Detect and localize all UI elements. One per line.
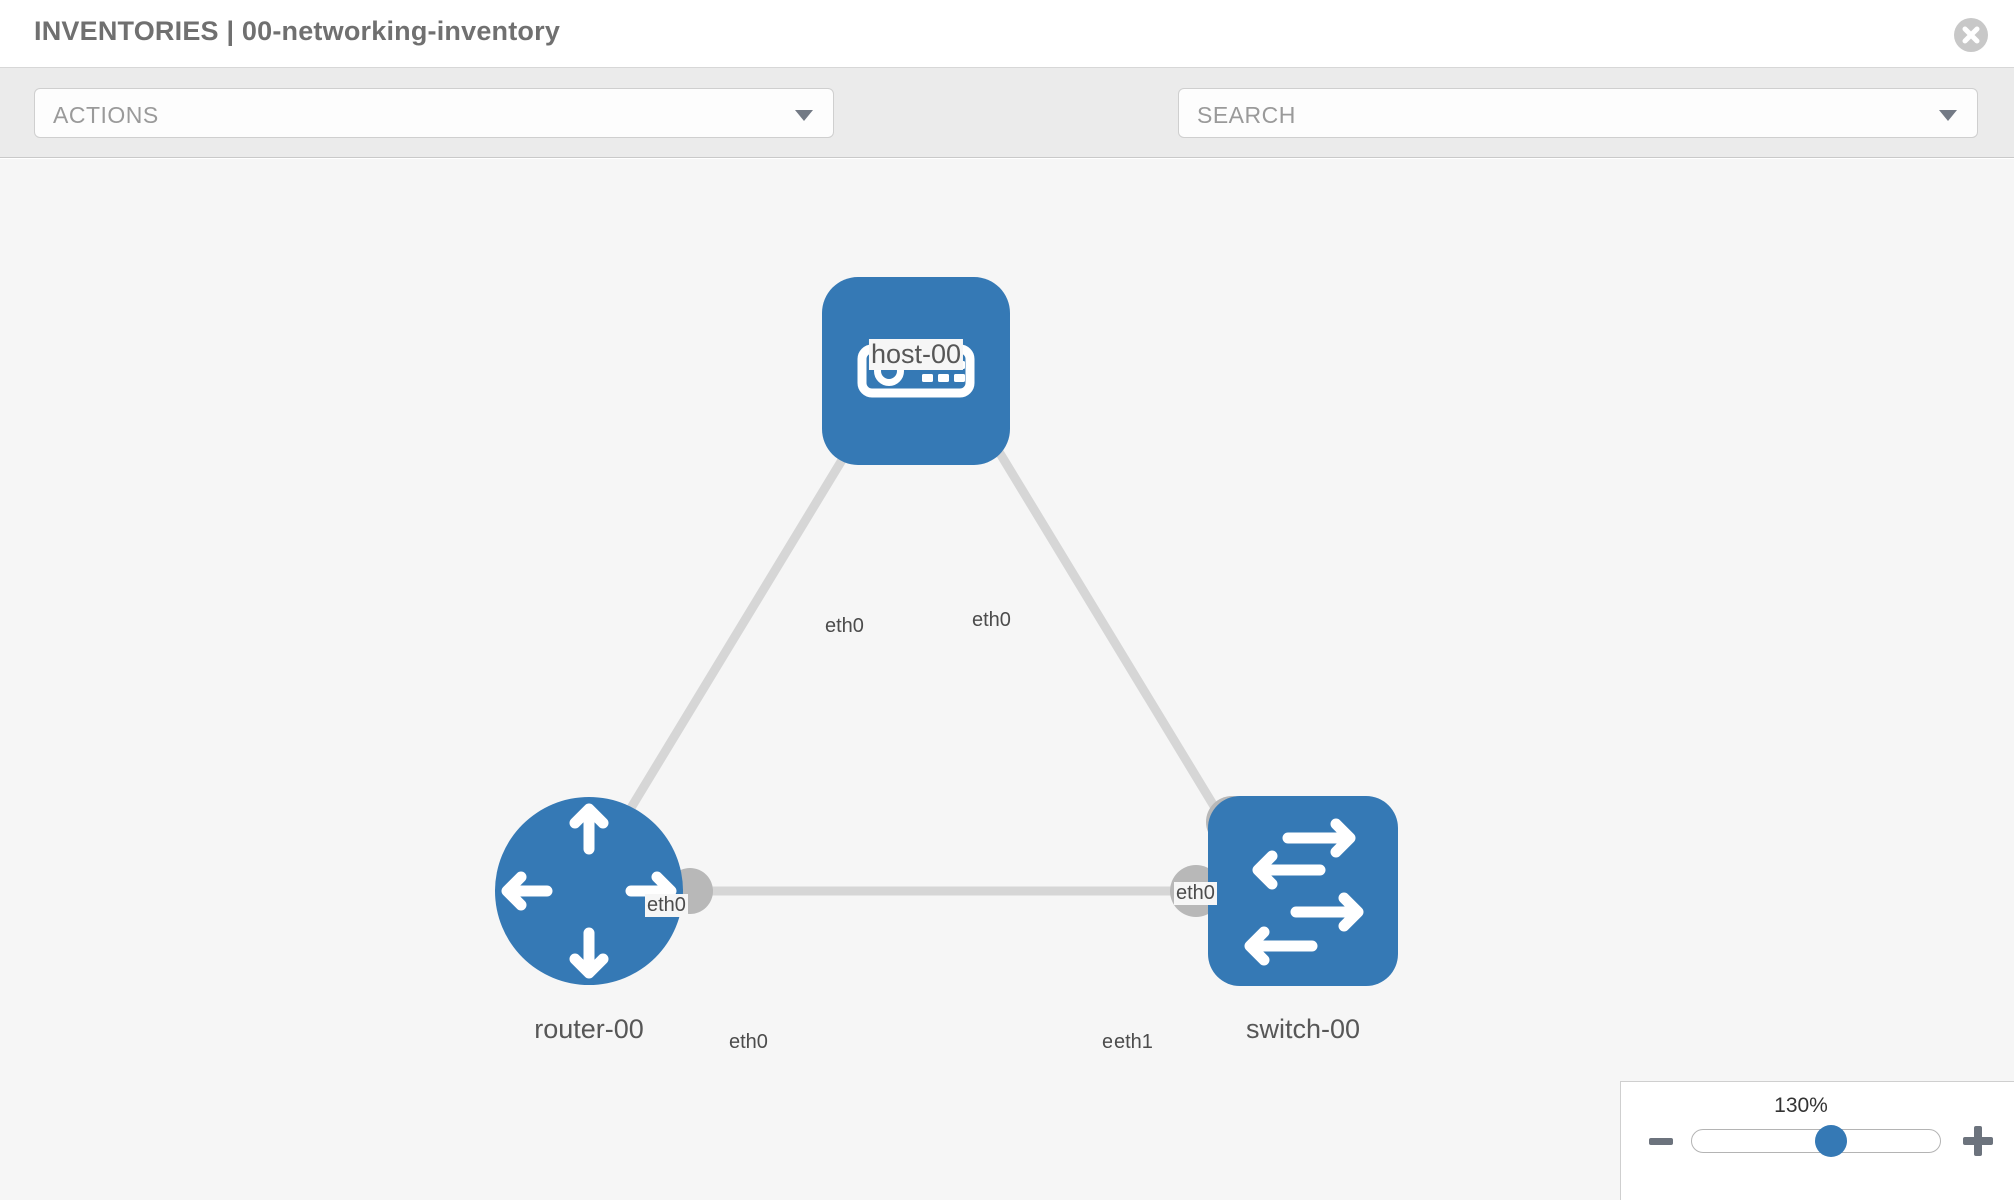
node-label-switch-00: switch-00 bbox=[1243, 1014, 1363, 1045]
edge-label-interface: eth0 bbox=[645, 894, 688, 917]
chevron-down-icon bbox=[795, 110, 813, 121]
topology-canvas[interactable]: host-00 router-00 switch-00 eth0 eth0 et… bbox=[0, 159, 2014, 1200]
edge-label-interface: eth0 bbox=[823, 615, 866, 638]
search-input[interactable]: SEARCH bbox=[1178, 88, 1978, 138]
node-label-router-00: router-00 bbox=[532, 1014, 646, 1045]
topology-node-switch-00[interactable] bbox=[1208, 796, 1398, 986]
chevron-down-icon bbox=[1939, 110, 1957, 121]
page-title: INVENTORIES | 00-networking-inventory bbox=[34, 16, 561, 46]
router-00-shape[interactable] bbox=[495, 797, 683, 985]
page-header: INVENTORIES | 00-networking-inventory bbox=[0, 0, 2014, 68]
topology-graph bbox=[495, 277, 1398, 986]
host-00-shape[interactable] bbox=[822, 277, 1010, 465]
router-arrows-icon bbox=[501, 803, 677, 979]
switch-00-shape[interactable] bbox=[1208, 796, 1398, 986]
node-label-host-00: host-00 bbox=[868, 339, 964, 370]
edge-label-interface: eth0 bbox=[727, 1031, 770, 1054]
topology-node-router-00[interactable] bbox=[495, 797, 683, 985]
search-placeholder: SEARCH bbox=[1197, 102, 1296, 128]
actions-dropdown-label: ACTIONS bbox=[53, 102, 159, 128]
edge-label-interface: eth0 bbox=[1174, 882, 1217, 905]
zoom-slider-thumb[interactable] bbox=[1815, 1125, 1847, 1157]
close-icon[interactable] bbox=[1954, 18, 1988, 52]
zoom-level-value: 130% bbox=[1774, 1094, 1828, 1117]
actions-dropdown[interactable]: ACTIONS bbox=[34, 88, 834, 138]
toolbar: ACTIONS SEARCH bbox=[0, 68, 2014, 196]
close-icon-glyph bbox=[1962, 26, 1980, 44]
topology-node-host-00[interactable] bbox=[822, 277, 1010, 465]
zoom-in-button[interactable] bbox=[1963, 1126, 1993, 1156]
edge-label-interface: eth1 bbox=[1112, 1031, 1155, 1054]
zoom-out-button[interactable] bbox=[1649, 1138, 1673, 1145]
zoom-control-panel: 130% bbox=[1620, 1081, 2014, 1200]
edge-label-interface: eth0 bbox=[970, 609, 1013, 632]
switch-arrows-icon bbox=[1244, 818, 1364, 966]
